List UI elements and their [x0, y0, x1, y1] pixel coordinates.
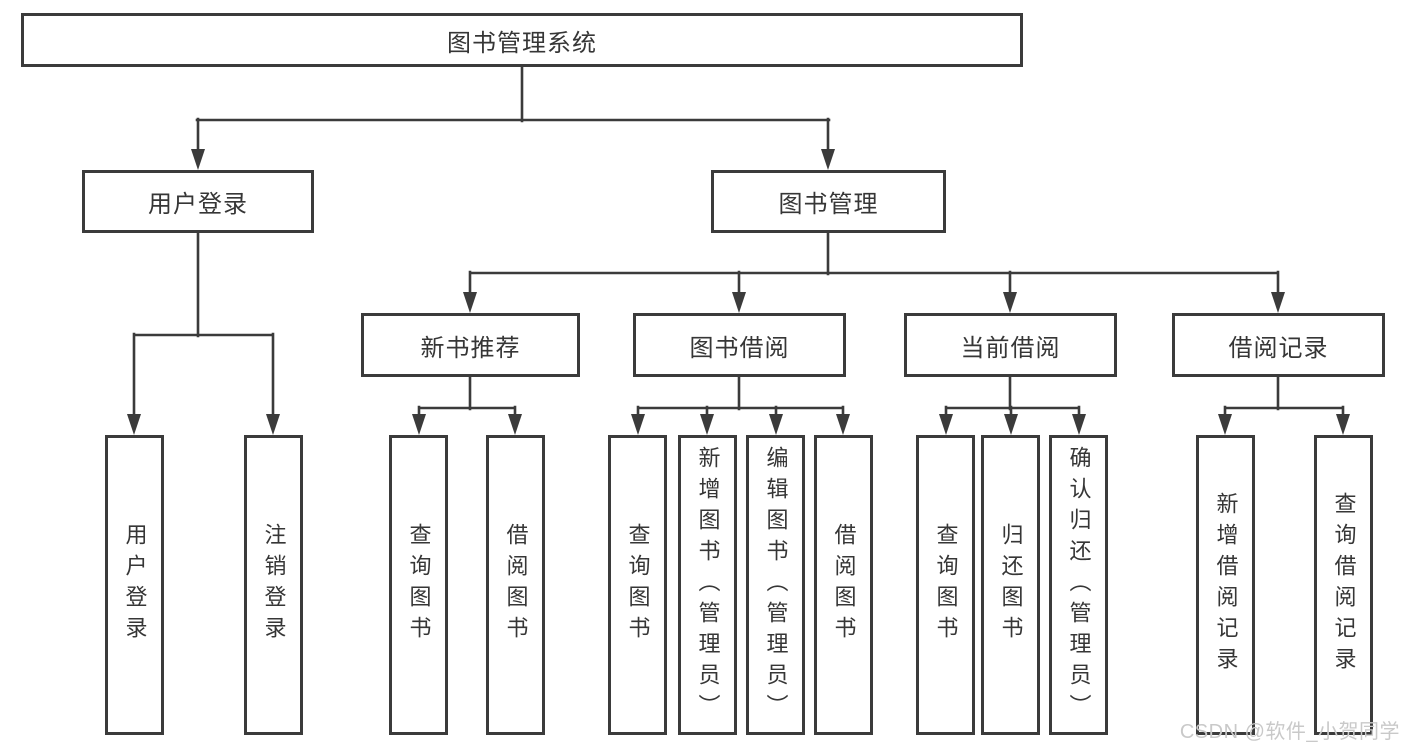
node-bb-edit-books-admin: 编辑图书（管理员）	[746, 435, 805, 735]
node-borrowing-records: 借阅记录	[1172, 313, 1385, 377]
node-library-system-label: 图书管理系统	[447, 29, 597, 57]
node-borrowing-records-label: 借阅记录	[1228, 334, 1329, 362]
node-bb-borrow-books: 借阅图书	[814, 435, 873, 735]
node-current-borrowing: 当前借阅	[904, 313, 1117, 377]
node-new-book-recommend: 新书推荐	[361, 313, 580, 377]
node-logout: 注销登录	[244, 435, 303, 735]
node-bb-edit-books-admin-label: 编辑图书（管理员）	[763, 445, 789, 725]
connector-lines	[132, 64, 1345, 419]
node-user-login-leaf-label: 用户登录	[122, 523, 148, 647]
node-user-login: 用户登录	[82, 170, 314, 233]
node-book-management: 图书管理	[711, 170, 946, 233]
node-bb-add-books-admin: 新增图书（管理员）	[678, 435, 737, 735]
node-nb-borrow-books: 借阅图书	[486, 435, 545, 735]
node-cb-return-books-label: 归还图书	[998, 523, 1024, 647]
node-current-borrowing-label: 当前借阅	[960, 334, 1061, 362]
node-user-login-label: 用户登录	[148, 191, 248, 218]
node-br-add-record: 新增借阅记录	[1196, 435, 1255, 735]
node-library-system: 图书管理系统	[21, 13, 1023, 67]
node-book-borrowing: 图书借阅	[633, 313, 846, 377]
node-cb-query-books-label: 查询图书	[933, 523, 959, 647]
node-bb-borrow-books-label: 借阅图书	[831, 523, 857, 647]
node-user-login-leaf: 用户登录	[105, 435, 164, 735]
node-cb-query-books: 查询图书	[916, 435, 975, 735]
node-bb-query-books-label: 查询图书	[625, 523, 651, 647]
node-br-add-record-label: 新增借阅记录	[1213, 492, 1239, 678]
node-bb-query-books: 查询图书	[608, 435, 667, 735]
node-book-borrowing-label: 图书借阅	[689, 334, 790, 362]
node-nb-query-books: 查询图书	[389, 435, 448, 735]
connector-arrowheads	[127, 149, 1350, 435]
node-nb-query-books-label: 查询图书	[406, 523, 432, 647]
node-cb-confirm-return-admin: 确认归还（管理员）	[1049, 435, 1108, 735]
node-cb-return-books: 归还图书	[981, 435, 1040, 735]
node-book-management-label: 图书管理	[778, 191, 879, 218]
watermark: CSDN @软件_小贺同学	[1179, 721, 1400, 743]
node-bb-add-books-admin-label: 新增图书（管理员）	[695, 445, 721, 725]
node-cb-confirm-return-admin-label: 确认归还（管理员）	[1066, 445, 1092, 725]
node-new-book-recommend-label: 新书推荐	[420, 334, 521, 362]
node-logout-label: 注销登录	[261, 523, 287, 647]
node-br-query-record: 查询借阅记录	[1314, 435, 1373, 735]
node-br-query-record-label: 查询借阅记录	[1331, 492, 1357, 678]
node-nb-borrow-books-label: 借阅图书	[503, 523, 529, 647]
